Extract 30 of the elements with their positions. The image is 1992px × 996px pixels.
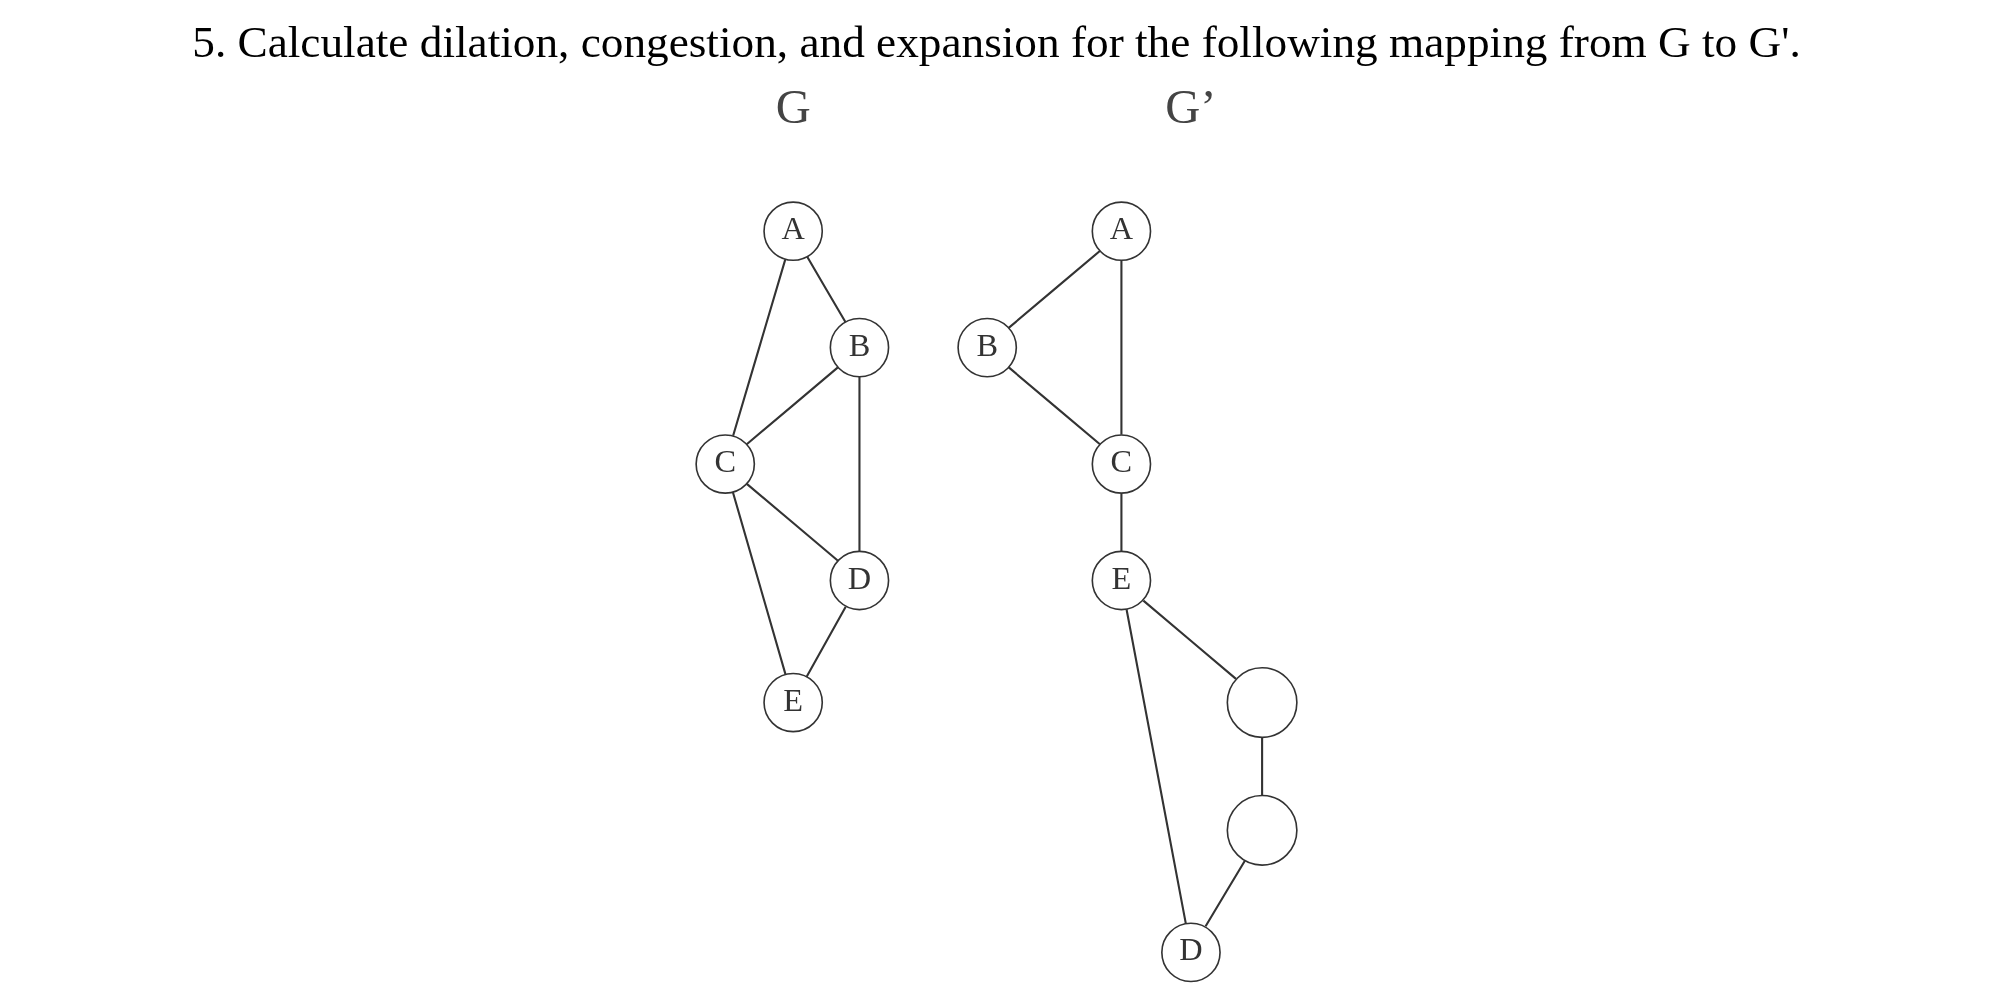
node-circle: C [1091, 434, 1151, 494]
connector [1125, 609, 1187, 924]
node-circle: E [1091, 550, 1151, 611]
node-circle: C [694, 434, 755, 494]
connector [805, 606, 847, 678]
node-circle [1226, 667, 1298, 739]
node-circle: D [829, 550, 889, 611]
connector [1119, 493, 1122, 552]
connector [857, 376, 860, 552]
node-circle: B [956, 317, 1017, 378]
connector [1142, 599, 1237, 680]
node-circle: A [1091, 201, 1151, 262]
diagram-title: 5. Calculate dilation, congestion, and expansion for the following mapping from G to G'. [191, 17, 1801, 68]
connector [745, 366, 839, 446]
node-circle: D [1160, 922, 1221, 983]
node-circle: A [762, 201, 823, 262]
label: G’ [1164, 79, 1217, 133]
connector [731, 491, 786, 675]
connector [1007, 366, 1101, 446]
connector [1119, 260, 1122, 435]
label: G [775, 79, 811, 133]
connector [805, 256, 846, 323]
connector [745, 483, 839, 562]
connector [1204, 860, 1246, 927]
node-circle [1226, 794, 1298, 866]
connector [1007, 250, 1101, 329]
node-circle: E [762, 672, 823, 733]
connector [731, 259, 786, 437]
connector [1260, 737, 1263, 796]
node-circle: B [829, 317, 889, 378]
